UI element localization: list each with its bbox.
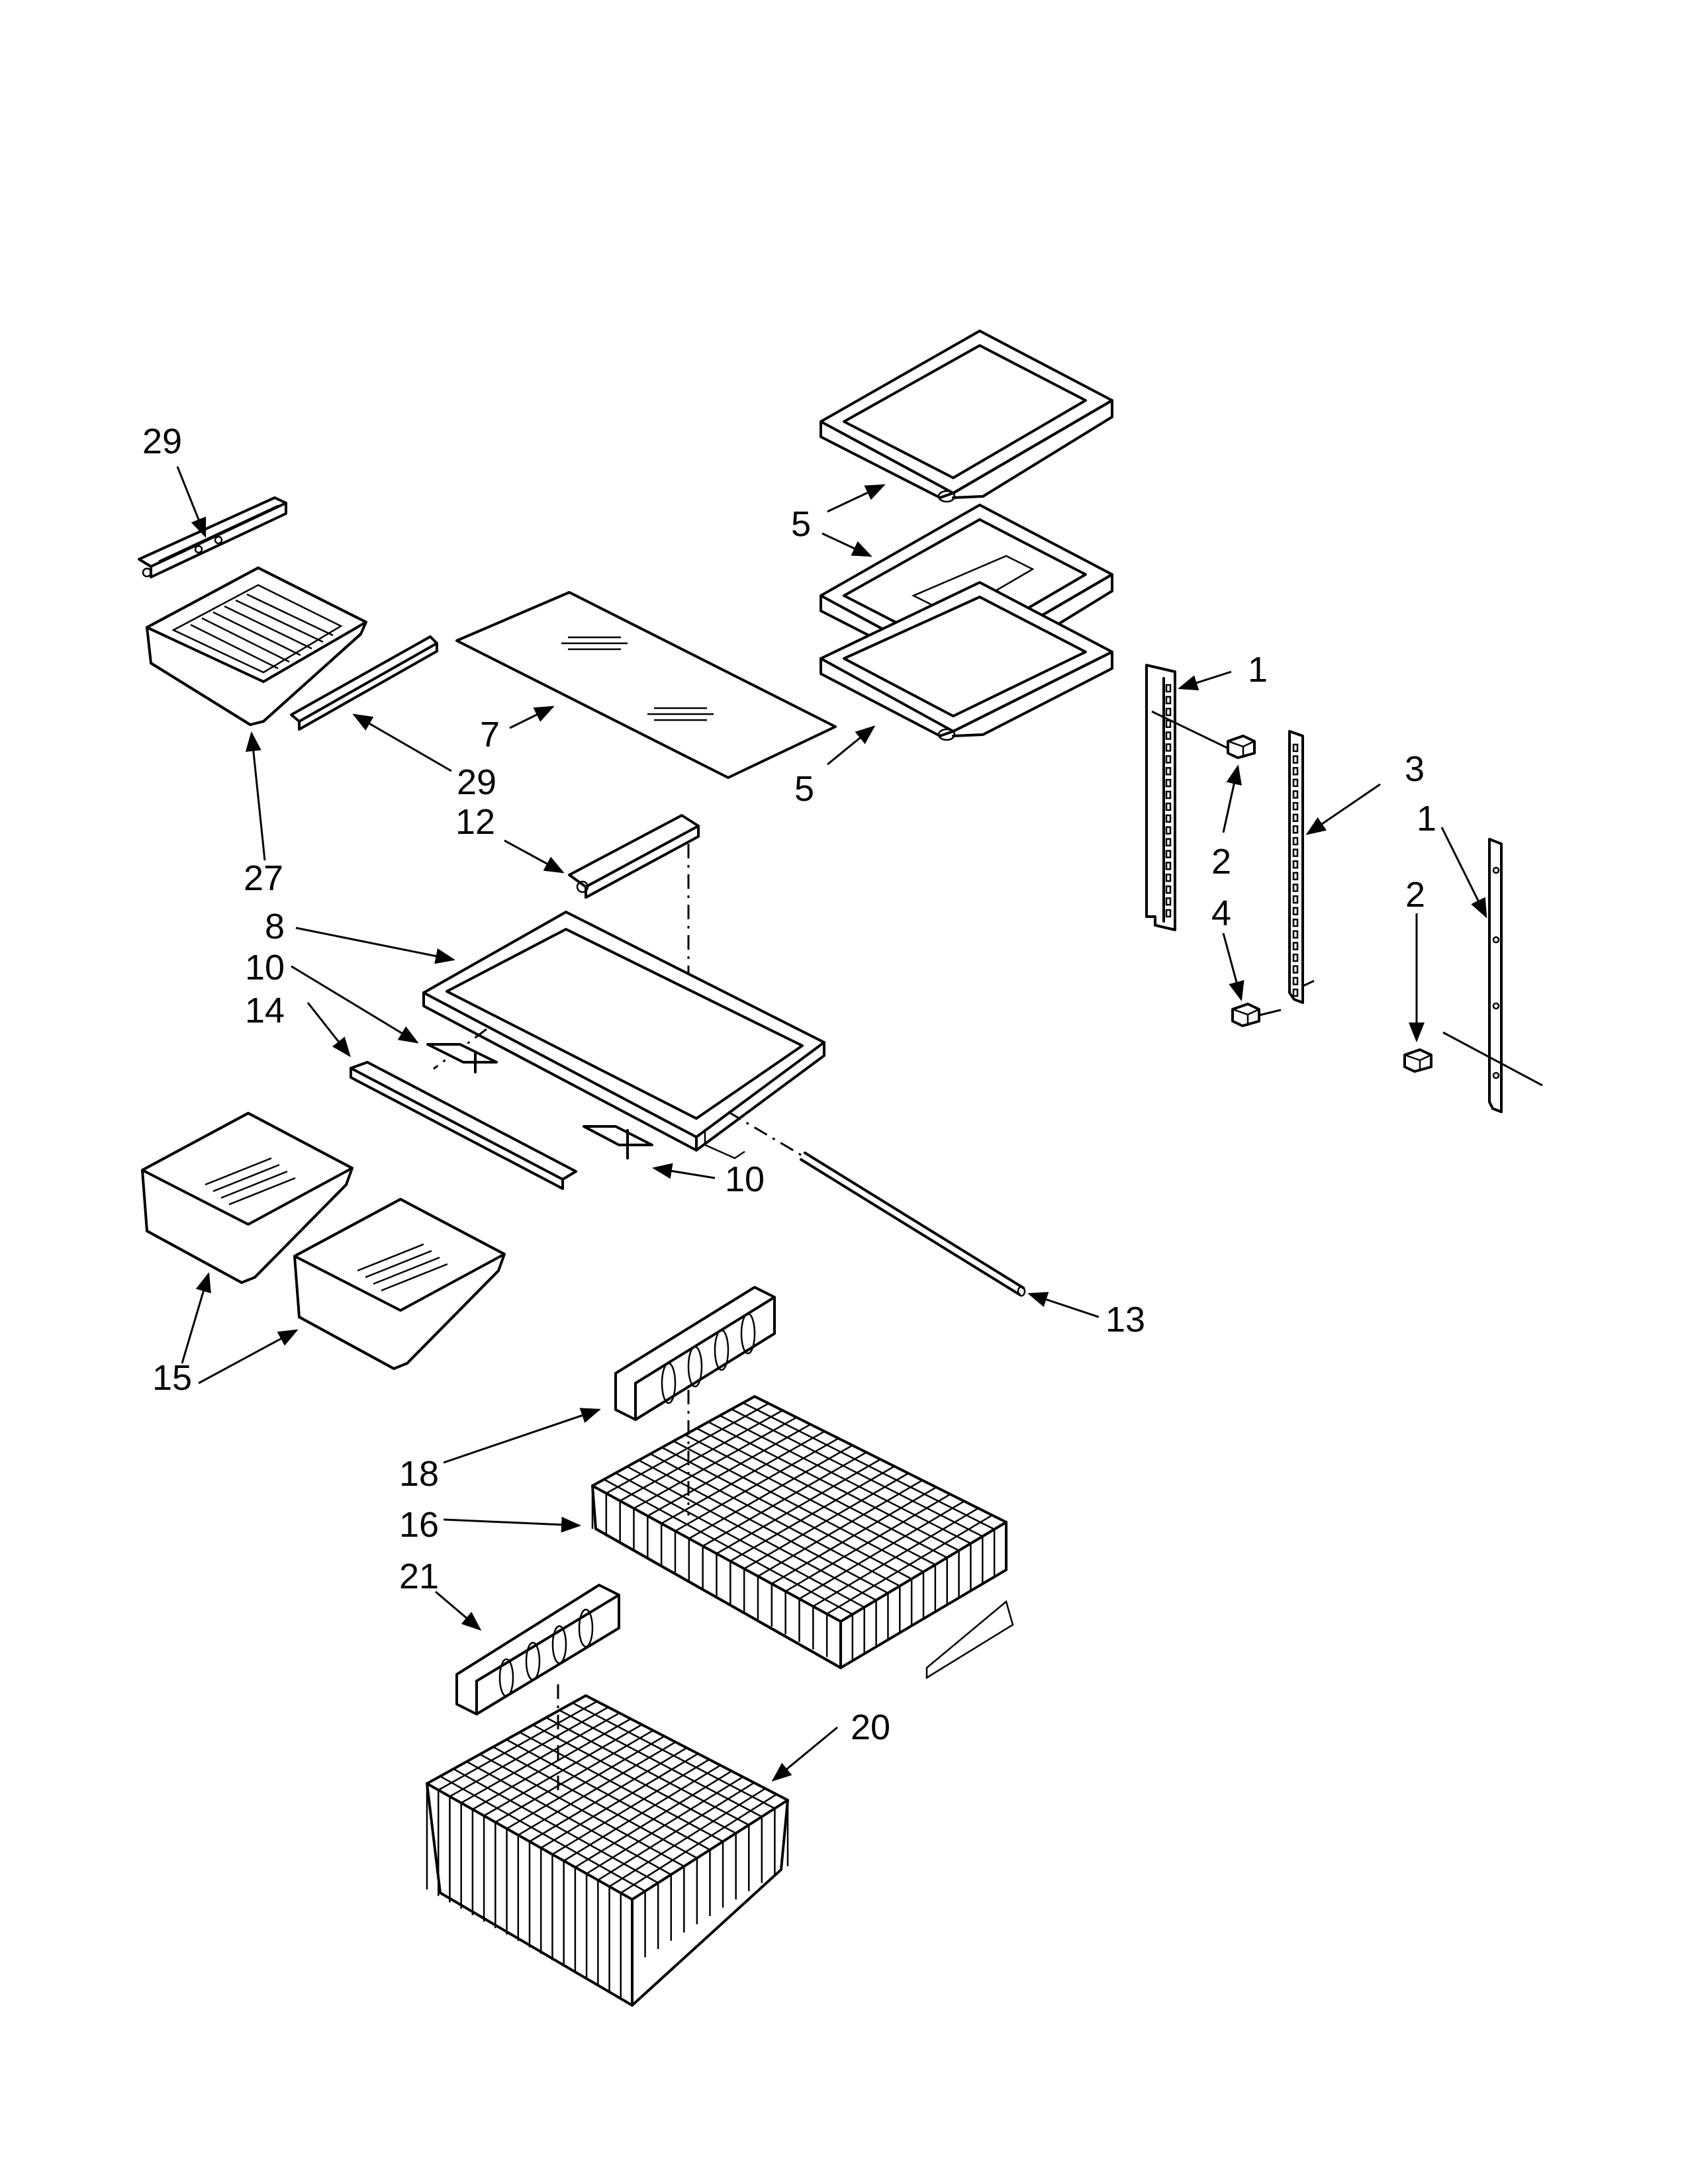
callout-21: 21 [399,1557,439,1596]
part-2-screw-a [1227,735,1256,759]
part-29-rail-lower [290,635,438,731]
callout-13: 13 [1105,1300,1145,1340]
callout-10-lower: 10 [725,1160,765,1199]
callout-2-upper: 2 [1211,842,1231,882]
standard-3-axis [1302,979,1315,987]
callout-15: 15 [152,1358,192,1398]
callout-14: 14 [245,991,285,1030]
callout-1-upper: 1 [1248,650,1268,690]
part-15-drawer-b [293,1198,506,1370]
part-27-drawer [146,567,367,726]
part-18-divider [614,1286,776,1421]
screw-4-axis [1258,1009,1282,1017]
callout-27: 27 [244,858,283,898]
callout-12: 12 [455,802,495,842]
part-1-standard-a [1145,664,1176,931]
callout-1-lower: 1 [1417,799,1436,839]
callout-4: 4 [1211,893,1231,933]
part-8-shelf-frame [422,911,825,1160]
callout-3: 3 [1405,749,1425,789]
part-13-rod [727,1111,1026,1297]
callout-16: 16 [399,1505,439,1545]
callout-labels: 29 29 27 7 12 8 10 14 10 13 15 18 16 21 … [142,422,1436,1747]
callout-2-lower: 2 [1405,875,1425,915]
callout-29-lower: 29 [457,762,496,802]
part-16-basket [591,1395,1014,1680]
part-15-drawer-a [141,1112,353,1284]
part-20-basket [426,1694,789,2007]
callout-7: 7 [480,715,500,754]
callout-5-upper: 5 [791,504,811,544]
callout-8: 8 [265,907,285,946]
part-2-screw-b [1403,1048,1432,1073]
leader-arrows [176,466,1487,1782]
callout-29-top: 29 [142,422,182,461]
standard-1b-axis [1442,1031,1543,1087]
part-4-screw [1231,1003,1260,1027]
callout-10-upper: 10 [245,948,285,987]
part-1-standard-b [1488,838,1503,1113]
standard-1a-axis [1151,710,1231,751]
callout-18: 18 [399,1454,439,1494]
part-29-rail-top [138,496,287,578]
part-21-divider [455,1584,620,1715]
part-10-clip-lower [583,1125,653,1160]
part-5-shelf-a [820,330,1113,503]
part-5-shelf-c [820,581,1113,741]
part-3-standard [1288,730,1304,1004]
part-12-bracket [568,814,700,899]
part-7-glass-shelf [455,591,837,779]
callout-5-lower: 5 [794,769,814,809]
part-10-clip-upper [426,1043,498,1073]
part-14-trim [350,1061,577,1190]
callout-20: 20 [851,1707,890,1747]
